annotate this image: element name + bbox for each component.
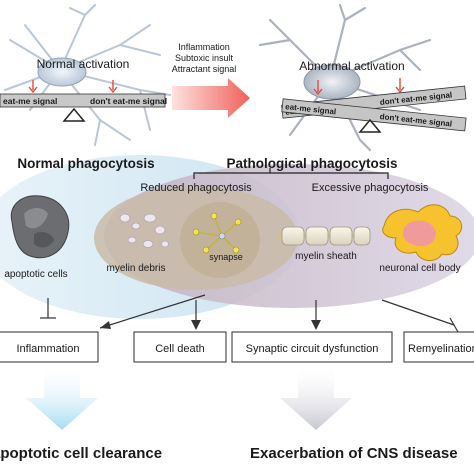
synaptic-dysfunction-outcome-label: Synaptic circuit dysfunction	[246, 343, 379, 355]
neuronal-cell-body-label: neuronal cell body	[379, 263, 460, 274]
trigger-inflammation: Inflammation	[178, 42, 230, 52]
eat-me-arrow-icon	[313, 80, 323, 96]
clearance-result-label: apoptotic cell clearance	[0, 445, 162, 462]
exacerbation-result-label: Exacerbation of CNS disease	[250, 445, 458, 462]
fulcrum-icon	[358, 118, 382, 133]
apoptotic-cell-icon	[10, 195, 70, 259]
pathological-bracket	[193, 168, 389, 179]
neuronal-cell-body-icon	[382, 204, 463, 261]
dont-eat-me-signal-label: don't eat-me signal	[90, 96, 167, 106]
inflammation-outcome-label: Inflammation	[17, 343, 80, 355]
abnormal-balance: eat-me signal don't eat-me signal eat-me…	[281, 78, 467, 133]
synapse-label: synapse	[209, 252, 243, 262]
microglia-normal	[4, 4, 171, 146]
trigger-attractant-signal: Attractant signal	[172, 64, 237, 74]
microglia-abnormal	[258, 3, 432, 152]
clearance-down-arrow	[26, 368, 98, 430]
eat-me-signal-label: eat-me signal	[3, 96, 57, 106]
synapse-overlap-region	[180, 202, 260, 278]
synaptic-dysfunction-outcome-box: Synaptic circuit dysfunction	[231, 331, 393, 363]
myelin-debris-icon	[119, 213, 169, 248]
trigger-subtoxic-insult: Subtoxic insult	[175, 53, 234, 63]
synapse-icon	[192, 212, 242, 254]
dont-eat-me-arrow-icon	[395, 78, 405, 94]
myelin-sheath-label: myelin sheath	[295, 251, 357, 262]
apoptotic-cells-label: apoptotic cells	[4, 269, 67, 280]
remyelination-outcome-label: Remyelination	[408, 343, 474, 355]
inflammation-outcome-box: Inflammation	[0, 331, 99, 363]
remyelination-outcome-box: Remyelination	[403, 331, 474, 363]
pathological-phagocytosis-heading: Pathological phagocytosis	[226, 156, 397, 171]
trigger-arrow	[172, 78, 250, 118]
normal-balance: eat-me signal don't eat-me signal	[0, 80, 167, 122]
fulcrum-icon	[62, 107, 86, 122]
eat-me-arrow-icon	[28, 80, 38, 94]
cell-death-outcome-box: Cell death	[133, 331, 227, 363]
myelin-debris-label: myelin debris	[107, 263, 166, 274]
dont-eat-me-arrow-icon	[108, 80, 118, 94]
normal-activation-label: Normal activation	[37, 57, 130, 71]
cell-death-outcome-label: Cell death	[155, 343, 205, 355]
normal-phagocytosis-heading: Normal phagocytosis	[17, 156, 154, 171]
reduced-phagocytosis-heading: Reduced phagocytosis	[140, 182, 252, 194]
exacerbation-down-arrow	[280, 368, 352, 430]
trigger-list: Inflammation Subtoxic insult Attractant …	[172, 42, 237, 74]
abnormal-activation-label: Abnormal activation	[299, 59, 404, 73]
outcome-connectors	[40, 294, 459, 333]
myelin-sheath-icon	[278, 226, 371, 246]
excessive-phagocytosis-heading: Excessive phagocytosis	[312, 182, 429, 194]
